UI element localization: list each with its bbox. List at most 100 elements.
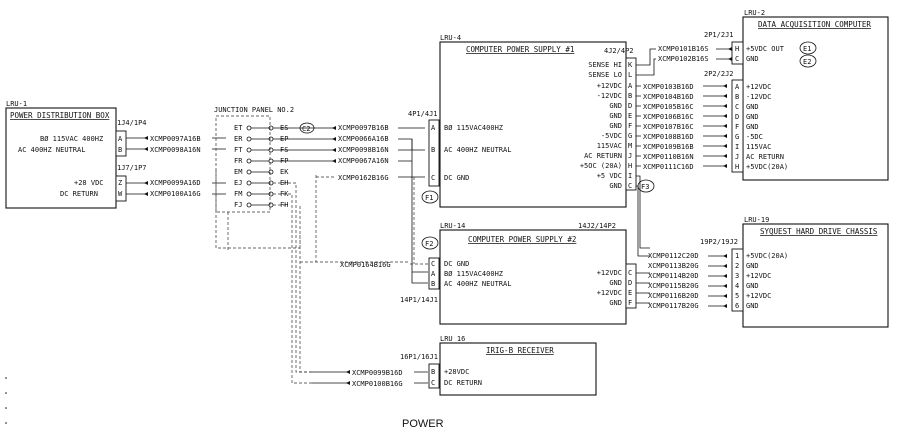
pin-signal: -5VDC [601, 132, 622, 140]
wire-label: XCMP0099B16D [352, 369, 403, 377]
pin-signal: +12VDC [746, 83, 771, 91]
pin-label: B [735, 93, 739, 101]
pin-label: A [431, 124, 436, 132]
pin-label: Z [118, 179, 122, 187]
pin-label: L [628, 71, 632, 79]
pin-label: 6 [735, 302, 739, 310]
wires-lru4-to-lru2: XCMP0103B16D XCMP0104B16D XCMP0105B16C X… [636, 83, 727, 171]
pin-label: K [628, 61, 633, 69]
lru-19-id: LRU-19 [744, 216, 769, 224]
ref-e2: E2 [799, 54, 817, 68]
pin-label: 4 [735, 282, 739, 290]
pin-label: W [118, 190, 123, 198]
ref-label: C2 [302, 125, 310, 133]
pin-label: A [735, 83, 740, 91]
terminal-label: FJ [234, 201, 242, 209]
pin-signal: AC 400HZ NEUTRAL [444, 280, 511, 288]
wire-label: XCMP0106B16C [643, 113, 694, 121]
diagram-caption: POWER [402, 418, 444, 430]
pin-label: E [628, 289, 632, 297]
wires-junction-to-lru14: XCMP0164B16G [340, 139, 428, 284]
lru-2-data-acquisition-computer: LRU-2 DATA ACQUISITION COMPUTER 2P1/2J1 … [704, 9, 889, 181]
wire-label: XCMP0164B16G [340, 261, 391, 269]
wire-label: XCMP0098A16N [150, 146, 201, 154]
pin-signal: +5 VDC [597, 172, 622, 180]
pin-label: M [628, 142, 632, 150]
pin-label: J [628, 152, 632, 160]
wire-label: XCMP0107B16C [643, 123, 694, 131]
terminal-label: FT [234, 146, 243, 154]
lru-2-conn-b: 2P2/2J2 [704, 70, 734, 78]
pin-label: C [431, 379, 435, 387]
pin-signal: BØ 115VAC400HZ [444, 124, 503, 132]
wire-label: XCMP0101B16S [658, 45, 709, 53]
pin-label: C [628, 182, 632, 190]
pin-signal: DC GND [444, 260, 469, 268]
pin-label: C [735, 103, 739, 111]
lru-1-power-distribution-box: LRU-1 POWER DISTRIBUTION BOX 1J4/1P4 A B… [5, 100, 147, 209]
ref-e1: E1 [799, 41, 817, 55]
pin-signal: GND [609, 122, 622, 130]
pin-label: F [628, 299, 632, 307]
pin-signal: AC RETURN [584, 152, 622, 160]
lru-1-id: LRU-1 [6, 100, 27, 108]
pin-signal: SENSE LO [588, 71, 622, 79]
lru-4-conn-in: 4P1/4J1 [408, 110, 438, 118]
wire-label: XCMP0104B16D [643, 93, 694, 101]
ref-f1: F1 [421, 190, 439, 204]
pin-signal: GND [746, 302, 759, 310]
wires-lru1-to-junction: XCMP0097A16B XCMP0098A16N XCMP0099A16D X… [126, 135, 226, 198]
terminal-label: FM [234, 190, 242, 198]
pin-label: 1 [735, 252, 739, 260]
pin-label: E [628, 112, 632, 120]
pin-signal: 115VAC [597, 142, 622, 150]
pin-label: J [735, 153, 739, 161]
pin-label: D [628, 102, 632, 110]
wires-lru4-sense-to-lru2: XCMP0101B16S XCMP0102B16S [636, 45, 732, 76]
pin-signal: GND [746, 55, 759, 63]
pin-label: A [431, 270, 436, 278]
pin-signal: GND [609, 299, 622, 307]
lru-4-id: LRU-4 [440, 34, 461, 42]
lru-14-title: COMPUTER POWER SUPPLY #2 [468, 235, 576, 244]
lru-1-conn-b: 1J7/1P7 [117, 164, 147, 172]
pin-signal: GND [746, 282, 759, 290]
wire-label: XCMP0112C20D [648, 252, 699, 260]
terminal-label: ET [234, 124, 243, 132]
wire-label: XCMP0099A16D [150, 179, 201, 187]
pin-label: 2 [735, 262, 739, 270]
pin-label: C [431, 260, 435, 268]
lru-1-conn-a: 1J4/1P4 [117, 119, 147, 127]
lru-16-irig-b-receiver: LRU 16 IRIG-B RECEIVER 16P1/16J1 B C +28… [400, 335, 597, 396]
pin-label: A [628, 82, 633, 90]
lru-4-conn-out: 4J2/4P2 [604, 47, 634, 55]
wire-label: XCMP0100A16G [150, 190, 201, 198]
pin-label: F [735, 123, 739, 131]
pin-signal: DC GND [444, 174, 469, 182]
wire-label: XCMP0117B20G [648, 302, 699, 310]
pin-signal: GND [609, 112, 622, 120]
pin-label: F [628, 122, 632, 130]
pin-signal: +12VDC [746, 272, 771, 280]
pin-label: B [431, 368, 435, 376]
pin-signal: +12VDC [597, 289, 622, 297]
wire-label: XCMP0097B16B [338, 124, 389, 132]
lru-4-title: COMPUTER POWER SUPPLY #1 [466, 45, 574, 54]
pin-signal: GND [746, 113, 759, 121]
pin-label: H [735, 163, 739, 171]
wire-label: XCMP0097A16B [150, 135, 201, 143]
pin-signal: DC RETURN [60, 190, 98, 198]
pin-label: C [431, 174, 435, 182]
pin-signal: +12VDC [597, 269, 622, 277]
ref-label: F3 [641, 183, 649, 191]
wire-label: XCMP0162B16G [338, 174, 389, 182]
pin-signal: AC 400HZ NEUTRAL [444, 146, 511, 154]
pin-signal: -12VDC [746, 93, 771, 101]
pin-signal: GND [609, 102, 622, 110]
lru-14-conn-in: 14P1/14J1 [400, 296, 438, 304]
wires-junction-to-lru4: XCMP0097B16B XCMP0066A16B XCMP0098B16N X… [273, 124, 425, 182]
wire-label: XCMP0100B16G [352, 380, 403, 388]
wire-label: XCMP0116B20D [648, 292, 699, 300]
ref-label: E1 [803, 45, 811, 53]
